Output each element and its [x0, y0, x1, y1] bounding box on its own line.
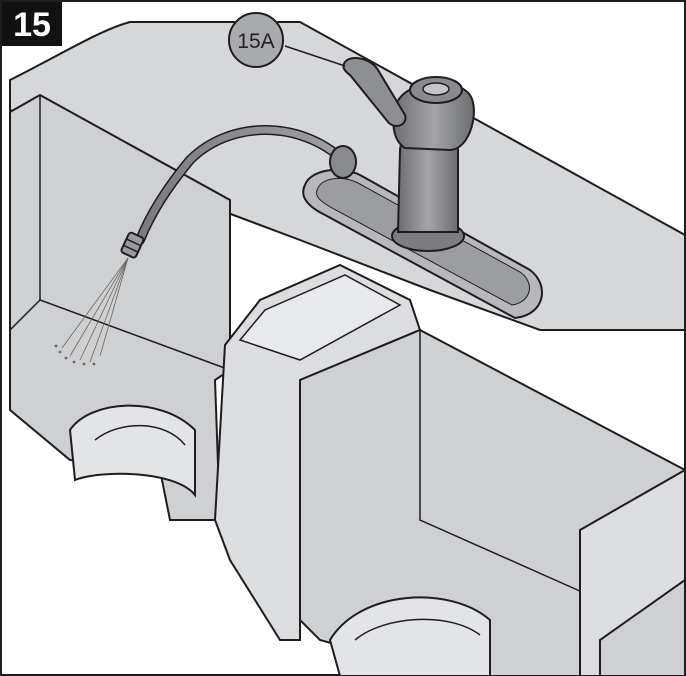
sprayer-nozzle — [120, 231, 145, 259]
hose-entry-ring — [329, 145, 357, 179]
left-drain-rim — [94, 424, 186, 446]
callout-bubble — [228, 12, 284, 68]
center-divider-top — [238, 274, 402, 361]
faucet-handle — [342, 57, 407, 127]
left-drain — [68, 404, 196, 498]
callout-leader — [284, 45, 346, 67]
faucet-spout-tip-inner — [422, 82, 450, 96]
right-drain — [328, 596, 491, 676]
right-flange — [579, 468, 686, 676]
step-badge — [2, 2, 62, 46]
pull-out-hose-fill — [136, 126, 347, 244]
callout-label: 15A — [237, 30, 274, 53]
left-basin-floor-line — [9, 299, 41, 331]
step-number: 15 — [13, 6, 51, 44]
right-basin-inner-wall — [419, 330, 601, 601]
water-spray — [54, 257, 129, 366]
right-drain-rim — [354, 618, 481, 641]
